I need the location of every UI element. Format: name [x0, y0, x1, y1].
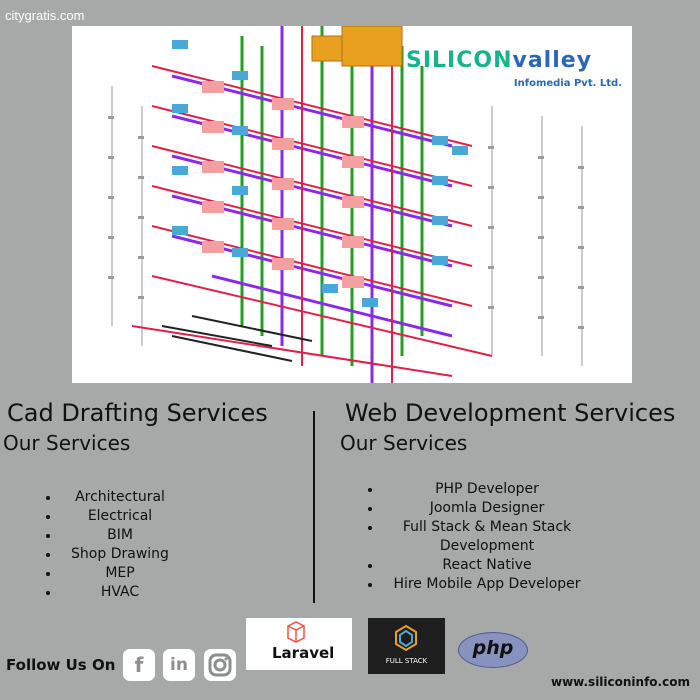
list-item: React Native: [362, 556, 612, 575]
list-item: Electrical: [40, 507, 200, 526]
silicon-valley-logo: SILICONvalley Infomedia Pvt. Ltd.: [406, 40, 626, 100]
list-item-label: Joomla Designer: [429, 500, 545, 516]
list-item-label: Electrical: [87, 508, 153, 524]
list-item-label: PHP Developer: [435, 481, 539, 497]
cad-subtitle: Our Services: [3, 431, 131, 455]
list-item-label: Architectural: [75, 489, 165, 505]
list-item: Development: [362, 537, 612, 556]
facebook-icon[interactable]: f: [123, 649, 155, 681]
list-item: Architectural: [40, 488, 200, 507]
web-services-list: PHP Developer Joomla Designer Full Stack…: [362, 480, 612, 594]
web-title: Web Development Services: [345, 399, 676, 427]
linkedin-icon[interactable]: in: [163, 649, 195, 681]
logo-subtitle: Infomedia Pvt. Ltd.: [513, 78, 622, 89]
watermark: citygratis.com: [5, 8, 85, 23]
full-stack-label: FULL STACK: [385, 657, 428, 665]
list-item-label: Development: [439, 538, 535, 554]
laravel-label: Laravel: [272, 644, 335, 662]
list-item-label: HVAC: [100, 584, 140, 600]
follow-us-label: Follow Us On: [6, 656, 116, 674]
list-item: HVAC: [40, 583, 200, 602]
list-item: MEP: [40, 564, 200, 583]
logo-brand-part1: SILICON: [406, 48, 513, 73]
column-divider: [313, 411, 315, 603]
list-item: BIM: [40, 526, 200, 545]
web-subtitle: Our Services: [340, 431, 468, 455]
list-item: Hire Mobile App Developer: [362, 575, 612, 594]
website-url[interactable]: www.siliconinfo.com: [551, 675, 690, 689]
list-item-label: BIM: [107, 527, 133, 543]
laravel-icon: [287, 621, 305, 643]
instagram-icon[interactable]: [204, 649, 236, 681]
full-stack-icon: [395, 624, 417, 652]
list-item: PHP Developer: [362, 480, 612, 499]
list-item-label: Full Stack & Mean Stack: [402, 519, 572, 535]
list-item-label: Hire Mobile App Developer: [393, 576, 581, 592]
cad-services-list: Architectural Electrical BIM Shop Drawin…: [40, 488, 200, 602]
mep-model-image: SILICONvalley Infomedia Pvt. Ltd.: [72, 26, 632, 383]
full-stack-badge: FULL STACK: [368, 618, 445, 674]
list-item: Full Stack & Mean Stack: [362, 518, 612, 537]
list-item-label: React Native: [442, 557, 532, 573]
list-item: Shop Drawing: [40, 545, 200, 564]
cad-title: Cad Drafting Services: [7, 399, 268, 427]
list-item: Joomla Designer: [362, 499, 612, 518]
mep-3d-drawing: [108, 26, 584, 383]
list-item-label: MEP: [105, 565, 135, 581]
instagram-glyph: [208, 653, 232, 677]
logo-brand-part2: valley: [512, 48, 593, 73]
php-label: php: [472, 637, 514, 659]
list-item-label: Shop Drawing: [71, 546, 169, 562]
laravel-badge: Laravel: [246, 618, 352, 670]
logo-brand: SILICONvalley: [406, 48, 592, 73]
php-logo: php: [458, 632, 528, 668]
